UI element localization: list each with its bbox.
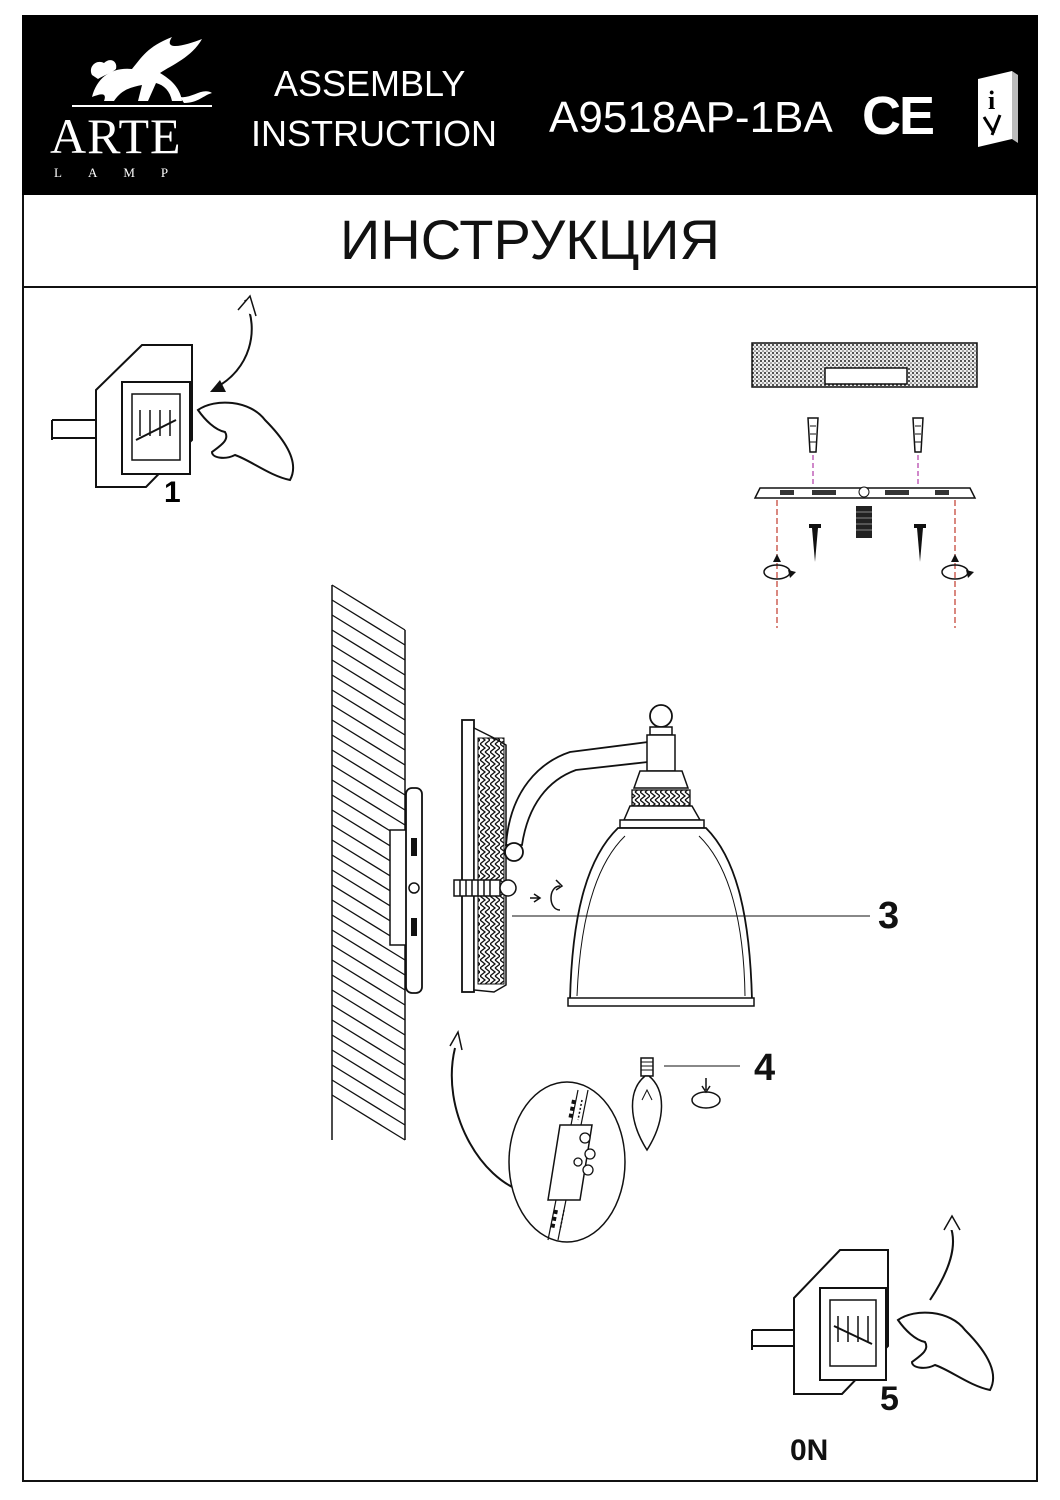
ce-mark: CE bbox=[862, 86, 935, 146]
switch-on-illustration bbox=[751, 1214, 995, 1395]
winged-lion-logo-icon bbox=[72, 37, 212, 107]
wall-hatching bbox=[331, 584, 406, 1141]
lamp-body bbox=[453, 704, 870, 1007]
svg-text:i: i bbox=[988, 86, 995, 115]
page-title: ИНСТРУКЦИЯ bbox=[340, 208, 720, 271]
brand-name: ARTE bbox=[50, 108, 182, 164]
header-bar: ARTE LAMP ASSEMBLY INSTRUCTION A9518AP-1… bbox=[22, 15, 1038, 195]
wiring-detail bbox=[449, 1029, 626, 1243]
title-band: ИНСТРУКЦИЯ bbox=[22, 195, 1038, 288]
on-label: 0N bbox=[790, 1434, 828, 1467]
instruction-label: INSTRUCTION bbox=[251, 113, 497, 154]
wall-bracket bbox=[389, 787, 423, 994]
assembly-label: ASSEMBLY bbox=[274, 63, 466, 104]
mounting-bracket-illustration bbox=[751, 342, 978, 628]
brand-subtitle: LAMP bbox=[54, 165, 195, 180]
info-book-icon: i bbox=[978, 71, 1018, 147]
model-number: A9518AP-1BA bbox=[549, 93, 833, 142]
step-5-label: 5 bbox=[880, 1380, 899, 1418]
step-4-label: 4 bbox=[754, 1047, 775, 1089]
switch-off-illustration bbox=[51, 294, 295, 488]
step-1-label: 1 bbox=[164, 476, 181, 509]
bulb-illustration bbox=[631, 1057, 740, 1152]
step-3-label: 3 bbox=[878, 895, 899, 937]
